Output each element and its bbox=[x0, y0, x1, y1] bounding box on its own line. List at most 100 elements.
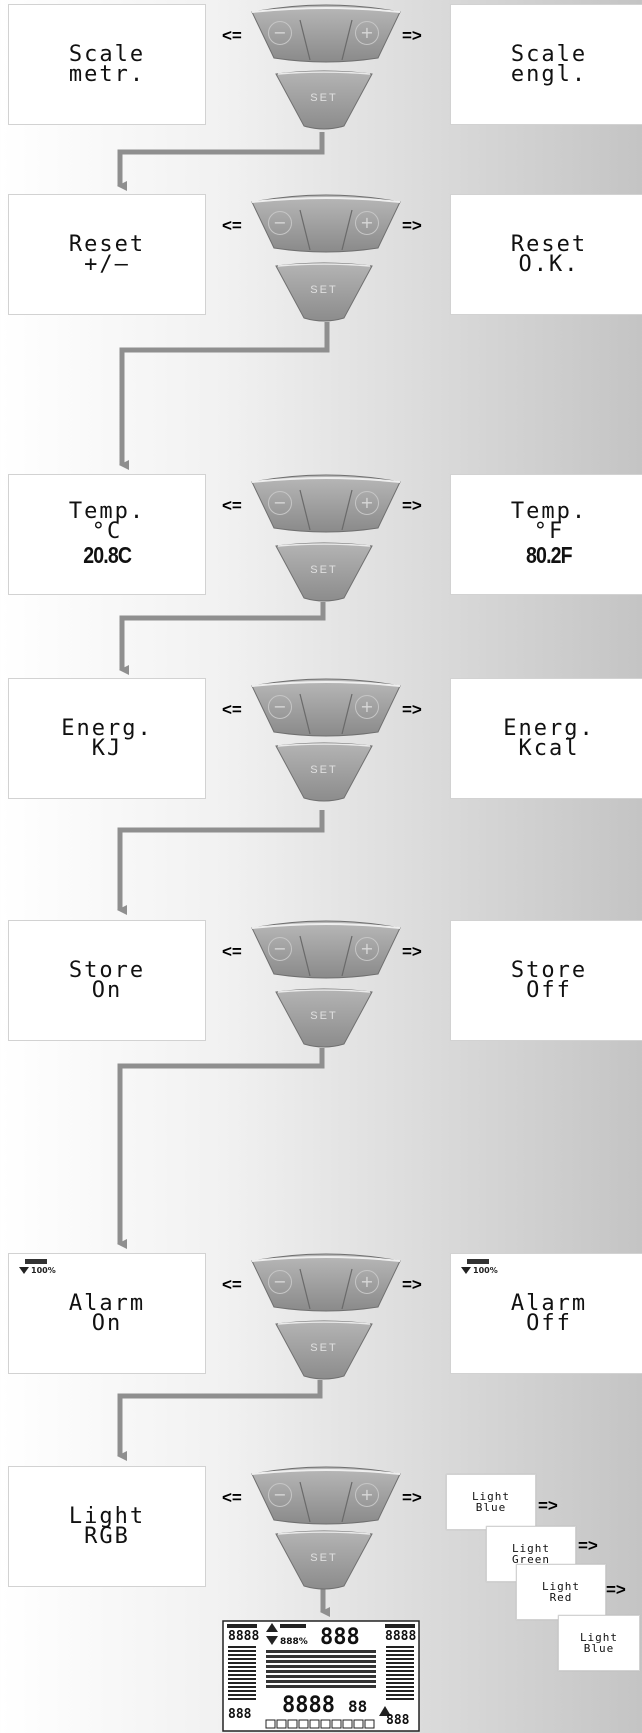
store-off-screen: Store Off bbox=[450, 920, 642, 1041]
lcd-top-right: 8888 bbox=[385, 1629, 416, 1644]
plus-button[interactable]: + bbox=[355, 1483, 379, 1507]
screen-line2: °C bbox=[91, 518, 123, 544]
minus-button[interactable]: − bbox=[268, 1270, 292, 1294]
triangle-down-icon bbox=[461, 1267, 471, 1274]
screen-line1: Energ. bbox=[503, 715, 595, 741]
screen-line2: Off bbox=[526, 977, 572, 1003]
battery-indicator: 100% bbox=[461, 1259, 498, 1275]
set-label: SET bbox=[310, 564, 338, 576]
screen-line1: Store bbox=[510, 957, 588, 983]
minus-button[interactable]: − bbox=[268, 937, 292, 961]
screen-line1: Light bbox=[511, 1542, 551, 1555]
minus-button[interactable]: − bbox=[268, 211, 292, 235]
battery-indicator: 100% bbox=[19, 1259, 56, 1275]
indicator-text: 100% bbox=[473, 1266, 498, 1275]
temp-value: 20.8C bbox=[83, 541, 132, 568]
set-button[interactable]: SET bbox=[274, 1530, 374, 1596]
lcd-percent: 888% bbox=[280, 1637, 308, 1647]
set-label: SET bbox=[310, 764, 338, 776]
screen-line1: Reset bbox=[68, 231, 146, 257]
connector-6 bbox=[117, 1380, 323, 1461]
temp-celsius-screen: Temp. °C 20.8C bbox=[8, 474, 206, 595]
temp-fahrenheit-screen: Temp. °F 80.2F bbox=[450, 474, 642, 595]
minus-plus-pad bbox=[250, 1253, 402, 1317]
screen-line2: On bbox=[91, 1310, 123, 1336]
minus-button[interactable]: − bbox=[268, 491, 292, 515]
plus-button[interactable]: + bbox=[355, 491, 379, 515]
screen-line1: Light bbox=[471, 1490, 511, 1503]
screen-line2: +/— bbox=[84, 251, 130, 277]
lcd-bottom-left: 888 bbox=[228, 1707, 252, 1722]
next-arrow: => bbox=[402, 26, 422, 45]
prev-arrow: <= bbox=[222, 1275, 242, 1294]
plus-button[interactable]: + bbox=[355, 211, 379, 235]
screen-line2: RGB bbox=[84, 1523, 130, 1549]
screen-line2: O.K. bbox=[518, 251, 580, 277]
set-button[interactable]: SET bbox=[274, 542, 374, 608]
screen-line1: Energ. bbox=[61, 715, 153, 741]
light-red-screen: Light Red bbox=[516, 1564, 606, 1620]
next-arrow: => bbox=[578, 1536, 598, 1555]
screen-line1: Scale bbox=[510, 41, 588, 67]
lcd-center-digits: 8888 bbox=[282, 1693, 335, 1718]
plus-button[interactable]: + bbox=[355, 1270, 379, 1294]
minus-plus-pad bbox=[250, 1466, 402, 1530]
reset-plus-minus-screen: Reset +/— bbox=[8, 194, 206, 315]
minus-plus-pad bbox=[250, 4, 402, 68]
minus-button[interactable]: − bbox=[268, 695, 292, 719]
set-button[interactable]: SET bbox=[274, 988, 374, 1054]
next-arrow: => bbox=[538, 1496, 558, 1515]
screen-line2: metr. bbox=[68, 61, 146, 87]
prev-arrow: <= bbox=[222, 1488, 242, 1507]
screen-line1: Store bbox=[68, 957, 146, 983]
plus-button[interactable]: + bbox=[355, 21, 379, 45]
screen-line1: Reset bbox=[510, 231, 588, 257]
lcd-top-center: 888 bbox=[320, 1625, 360, 1650]
plus-button[interactable]: + bbox=[355, 695, 379, 719]
minus-button[interactable]: − bbox=[268, 1483, 292, 1507]
plus-button[interactable]: + bbox=[355, 937, 379, 961]
next-arrow: => bbox=[402, 942, 422, 961]
set-button[interactable]: SET bbox=[274, 1320, 374, 1386]
screen-line1: Light bbox=[68, 1503, 146, 1529]
indicator-bar bbox=[25, 1259, 47, 1264]
screen-line2: Green bbox=[511, 1553, 551, 1566]
alarm-on-screen: 100% Alarm On bbox=[8, 1253, 206, 1374]
next-arrow: => bbox=[402, 1275, 422, 1294]
screen-line1: Temp. bbox=[68, 498, 146, 524]
full-lcd-display: 8888 888 888% 888 8888 88 8888 888 bbox=[222, 1620, 420, 1732]
screen-line2: engl. bbox=[510, 61, 588, 87]
prev-arrow: <= bbox=[222, 700, 242, 719]
minus-plus-pad bbox=[250, 678, 402, 742]
prev-arrow: <= bbox=[222, 26, 242, 45]
lcd-top-left: 8888 bbox=[228, 1629, 259, 1644]
minus-plus-pad bbox=[250, 474, 402, 538]
set-label: SET bbox=[310, 284, 338, 296]
set-label: SET bbox=[310, 1010, 338, 1022]
indicator-text: 100% bbox=[31, 1266, 56, 1275]
screen-line2: °F bbox=[533, 518, 565, 544]
light-blue-screen: Light Blue bbox=[446, 1474, 536, 1530]
scale-metric-screen: Scale metr. bbox=[8, 4, 206, 125]
triangle-down-icon bbox=[19, 1267, 29, 1274]
screen-line2: On bbox=[91, 977, 123, 1003]
prev-arrow: <= bbox=[222, 216, 242, 235]
next-arrow: => bbox=[606, 1580, 626, 1599]
connector-4 bbox=[117, 810, 325, 915]
indicator-bar bbox=[467, 1259, 489, 1264]
prev-arrow: <= bbox=[222, 942, 242, 961]
set-button[interactable]: SET bbox=[274, 262, 374, 328]
screen-line2: Blue bbox=[475, 1501, 507, 1514]
next-arrow: => bbox=[402, 496, 422, 515]
minus-plus-pad bbox=[250, 920, 402, 984]
screen-line1: Alarm bbox=[68, 1290, 146, 1316]
reset-ok-screen: Reset O.K. bbox=[450, 194, 642, 315]
screen-line1: Light bbox=[579, 1631, 619, 1644]
set-label: SET bbox=[310, 92, 338, 104]
minus-button[interactable]: − bbox=[268, 21, 292, 45]
set-button[interactable]: SET bbox=[274, 70, 374, 136]
screen-line2: Off bbox=[526, 1310, 572, 1336]
connector-5 bbox=[117, 1048, 325, 1249]
set-button[interactable]: SET bbox=[274, 742, 374, 808]
